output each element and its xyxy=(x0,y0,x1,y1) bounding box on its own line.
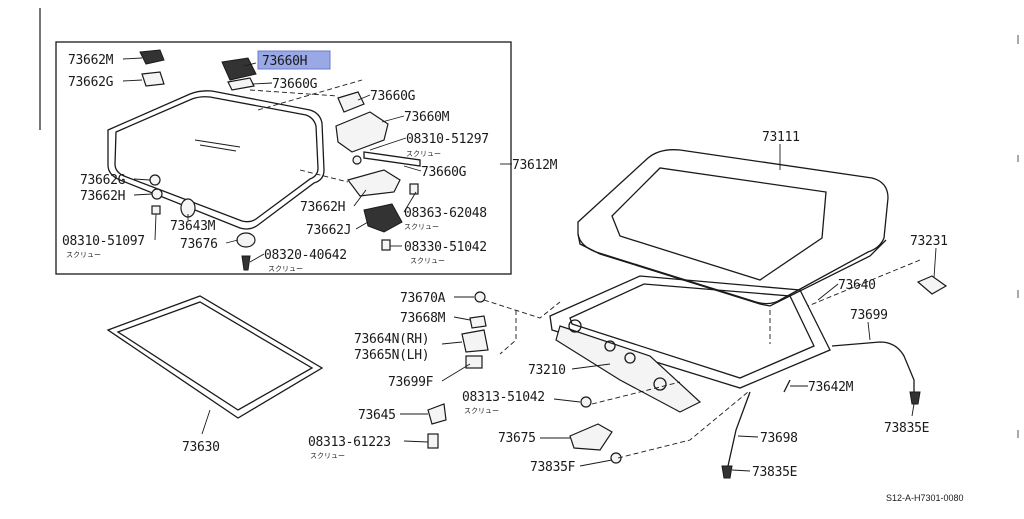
label-73835F[interactable]: 73835F xyxy=(530,460,576,475)
label-73670A[interactable]: 73670A xyxy=(400,291,446,306)
label-73660G-lower[interactable]: 73660G xyxy=(421,165,467,180)
glass-seal-drawing xyxy=(106,295,324,419)
handle-73660H-drawing xyxy=(221,57,257,81)
label-73640[interactable]: 73640 xyxy=(838,278,876,293)
label-73660G-top[interactable]: 73660G xyxy=(272,77,318,92)
label-08313-51042[interactable]: 08313-51042 xyxy=(462,390,545,405)
sunroof-frame-drawing xyxy=(549,275,831,413)
screw-note-08363-62048: スクリュー xyxy=(404,223,439,231)
link-73660G-drawing xyxy=(363,151,421,167)
base-73660G-drawing xyxy=(227,77,255,91)
label-73231[interactable]: 73231 xyxy=(910,234,948,249)
label-73675[interactable]: 73675 xyxy=(498,431,536,446)
label-73699[interactable]: 73699 xyxy=(850,308,888,323)
hinge-73662J-drawing xyxy=(363,203,403,233)
roof-panel-drawing xyxy=(577,149,889,307)
latch-73660M-drawing xyxy=(335,111,389,153)
lower-hardware-drawings xyxy=(427,291,622,464)
label-73111[interactable]: 73111 xyxy=(762,130,800,145)
label-73664N-RH[interactable]: 73664N(RH) xyxy=(354,332,430,347)
label-73699F[interactable]: 73699F xyxy=(388,375,434,390)
hinge-73662H-drawing xyxy=(346,169,401,197)
screw-note-08313-61223: スクリュー xyxy=(310,452,345,460)
clip-73662G-drawing xyxy=(141,71,165,87)
screw-note-08320-40642: スクリュー xyxy=(268,265,303,273)
label-73660M[interactable]: 73660M xyxy=(404,110,450,125)
label-73662G[interactable]: 73662G xyxy=(68,75,114,90)
label-73645[interactable]: 73645 xyxy=(358,408,396,423)
label-73630[interactable]: 73630 xyxy=(182,440,220,455)
leader-lines xyxy=(122,57,937,472)
small-hardware-drawings xyxy=(149,155,419,271)
label-73665N-LH[interactable]: 73665N(LH) xyxy=(354,348,430,363)
glass-assembly-inset-box xyxy=(55,41,512,275)
label-08320-40642[interactable]: 08320-40642 xyxy=(264,248,347,263)
label-08363-62048[interactable]: 08363-62048 xyxy=(404,206,487,221)
screw-note-08330-51042: スクリュー xyxy=(410,257,445,265)
label-73835E-right[interactable]: 73835E xyxy=(884,421,929,436)
screw-note-08310-51297: スクリュー xyxy=(406,150,441,158)
label-08313-61223[interactable]: 08313-61223 xyxy=(308,435,391,450)
label-73612M[interactable]: 73612M xyxy=(512,158,558,173)
catalog-code: S12-A-H7301-0080 xyxy=(886,493,964,503)
highlighted-part-73660H xyxy=(257,50,331,70)
label-73662G-left[interactable]: 73662G xyxy=(80,173,126,188)
label-08330-51042[interactable]: 08330-51042 xyxy=(404,240,487,255)
label-73643M[interactable]: 73643M xyxy=(170,219,216,234)
label-73835E-bottom[interactable]: 73835E xyxy=(752,465,797,480)
glass-panel-drawing xyxy=(107,90,325,230)
label-73660G-mid[interactable]: 73660G xyxy=(370,89,416,104)
label-73662H-left[interactable]: 73662H xyxy=(80,189,125,204)
label-73210[interactable]: 73210 xyxy=(528,363,566,378)
screw-note-08313-51042: スクリュー xyxy=(464,407,499,415)
bracket-73660G-drawing xyxy=(337,91,365,113)
label-73642M[interactable]: 73642M xyxy=(808,380,854,395)
label-73660H[interactable]: 73660H xyxy=(262,54,307,69)
label-73662H-right[interactable]: 73662H xyxy=(300,200,345,215)
dashed-assembly-lines xyxy=(249,79,921,459)
label-73662M[interactable]: 73662M xyxy=(68,53,114,68)
label-73676[interactable]: 73676 xyxy=(180,237,218,252)
label-73698[interactable]: 73698 xyxy=(760,431,798,446)
screw-note-08310-51097: スクリュー xyxy=(66,251,101,259)
clip-73662M-drawing xyxy=(139,49,165,65)
label-08310-51097[interactable]: 08310-51097 xyxy=(62,234,145,249)
label-08310-51297[interactable]: 08310-51297 xyxy=(406,132,489,147)
drain-hose-drawings xyxy=(721,275,948,479)
label-73668M[interactable]: 73668M xyxy=(400,311,446,326)
label-73662J[interactable]: 73662J xyxy=(306,223,351,238)
